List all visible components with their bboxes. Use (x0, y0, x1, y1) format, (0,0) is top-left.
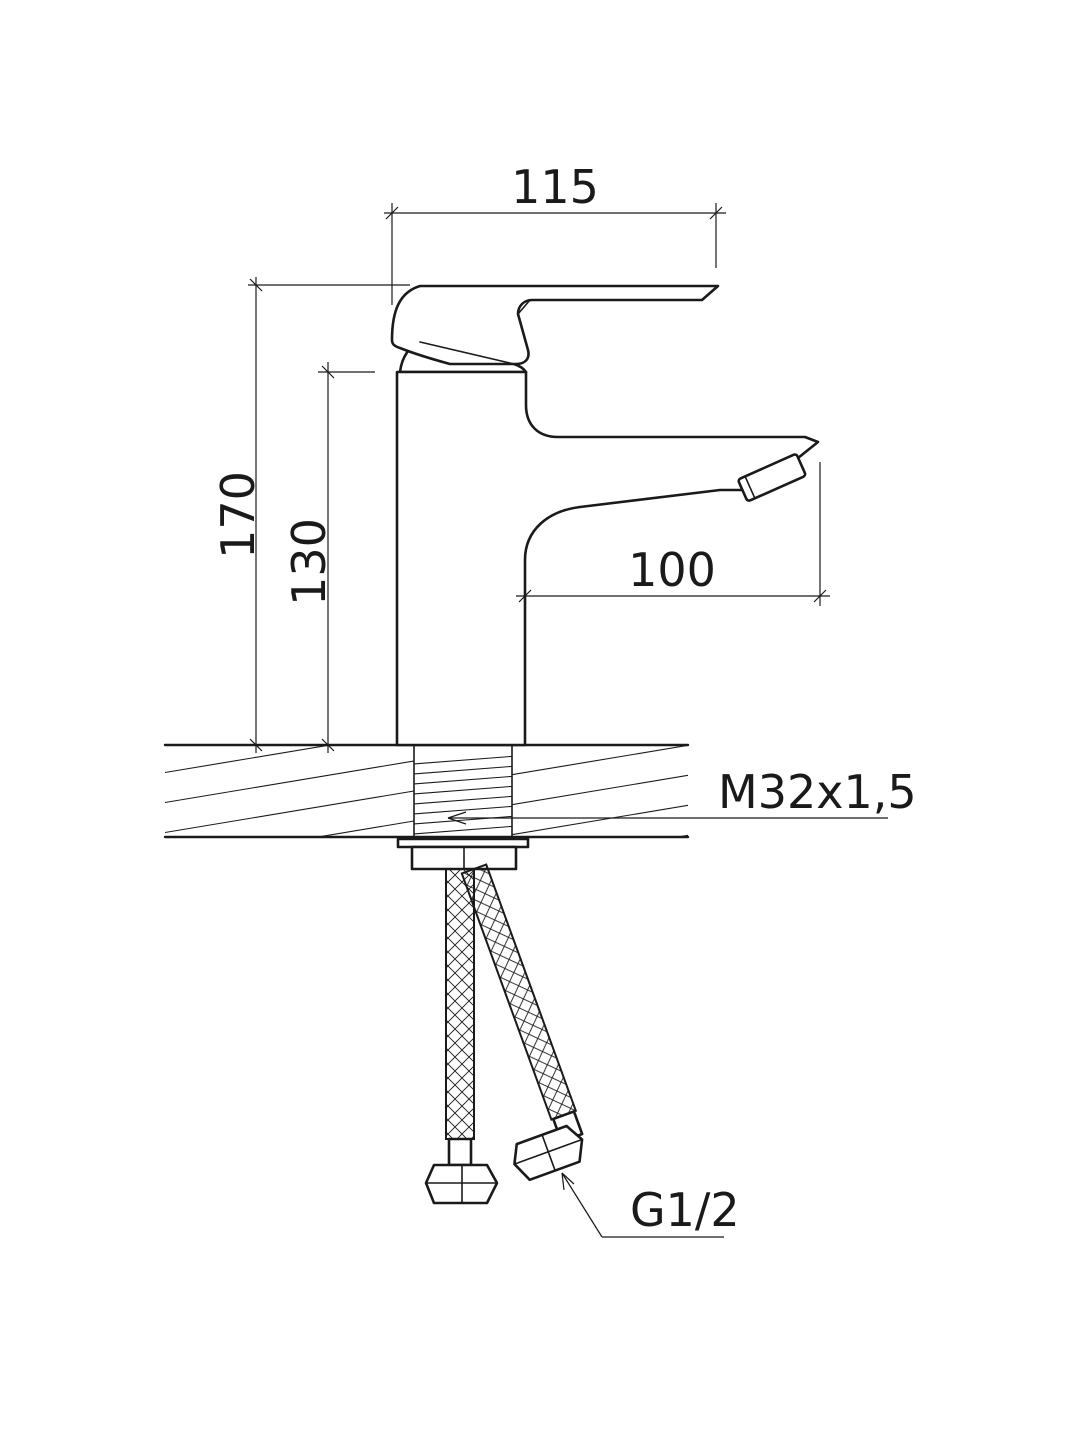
dimension-label-115: 115 (511, 160, 599, 214)
callout-hose-thread: G1/2 (561, 1172, 740, 1238)
hex-fitting-left (424, 1163, 499, 1205)
countertop-slab (163, 743, 690, 839)
dimension-label-170: 170 (211, 471, 265, 559)
callout-mount-thread: M32x1,5 (447, 765, 917, 825)
dimension-label-100: 100 (628, 543, 716, 597)
flexible-hose-right (460, 863, 584, 1143)
dimension-height-170: 170 (211, 277, 410, 753)
dimension-reach-100: 100 (516, 462, 830, 606)
lever-handle (390, 284, 720, 366)
mounting-nut (396, 837, 530, 871)
callout-label-hose-thread: G1/2 (630, 1183, 740, 1237)
faucet-body (395, 340, 820, 747)
dimension-height-130: 130 (282, 362, 375, 753)
dimension-label-130: 130 (282, 518, 336, 606)
flexible-hose-left (445, 868, 475, 1167)
hex-fitting-right (513, 1124, 584, 1182)
callout-label-mount-thread: M32x1,5 (718, 765, 917, 819)
dimension-width-115: 115 (384, 160, 726, 305)
